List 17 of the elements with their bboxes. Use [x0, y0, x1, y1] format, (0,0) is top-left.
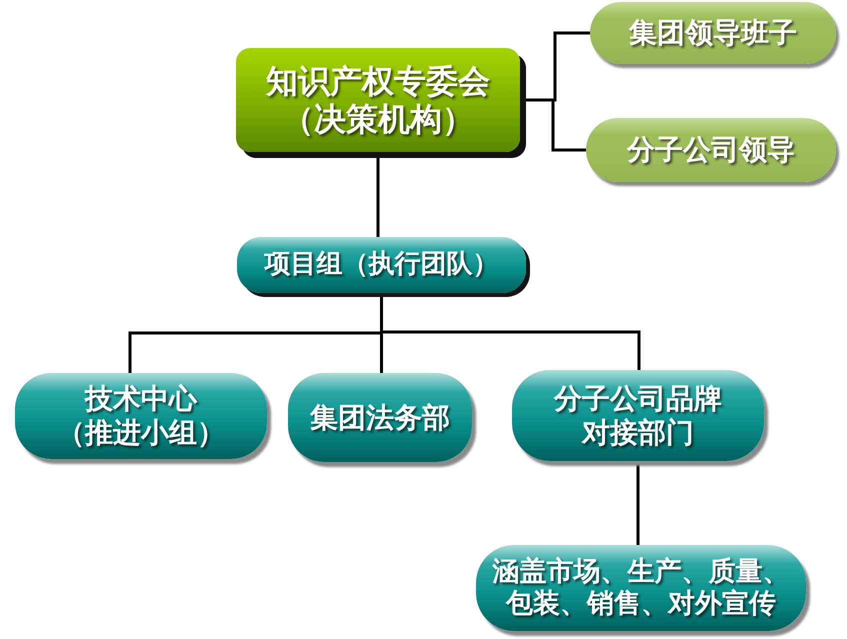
- box-label: 分子公司领导: [627, 133, 795, 167]
- org-box: [512, 370, 764, 461]
- box-label: 项目组（执行团队）: [264, 249, 498, 281]
- box-label: 分子公司品牌对接部门: [552, 382, 723, 450]
- org-box: [586, 118, 836, 182]
- box-label: 集团法务部: [310, 400, 450, 434]
- connector-line: [636, 461, 640, 545]
- box-label: 涵盖市场、生产、质量、包装、销售、对外宣传: [491, 556, 790, 620]
- org-box: [590, 2, 836, 64]
- box-label: 知识产权专委会（决策机构）: [264, 62, 491, 138]
- org-box: [288, 373, 472, 462]
- org-box: [237, 237, 526, 293]
- box-label: 集团领导班子: [629, 16, 797, 50]
- org-box: [15, 373, 267, 459]
- org-box: [236, 48, 520, 152]
- box-label: 技术中心（推进小组）: [56, 382, 226, 450]
- org-box: [476, 545, 806, 631]
